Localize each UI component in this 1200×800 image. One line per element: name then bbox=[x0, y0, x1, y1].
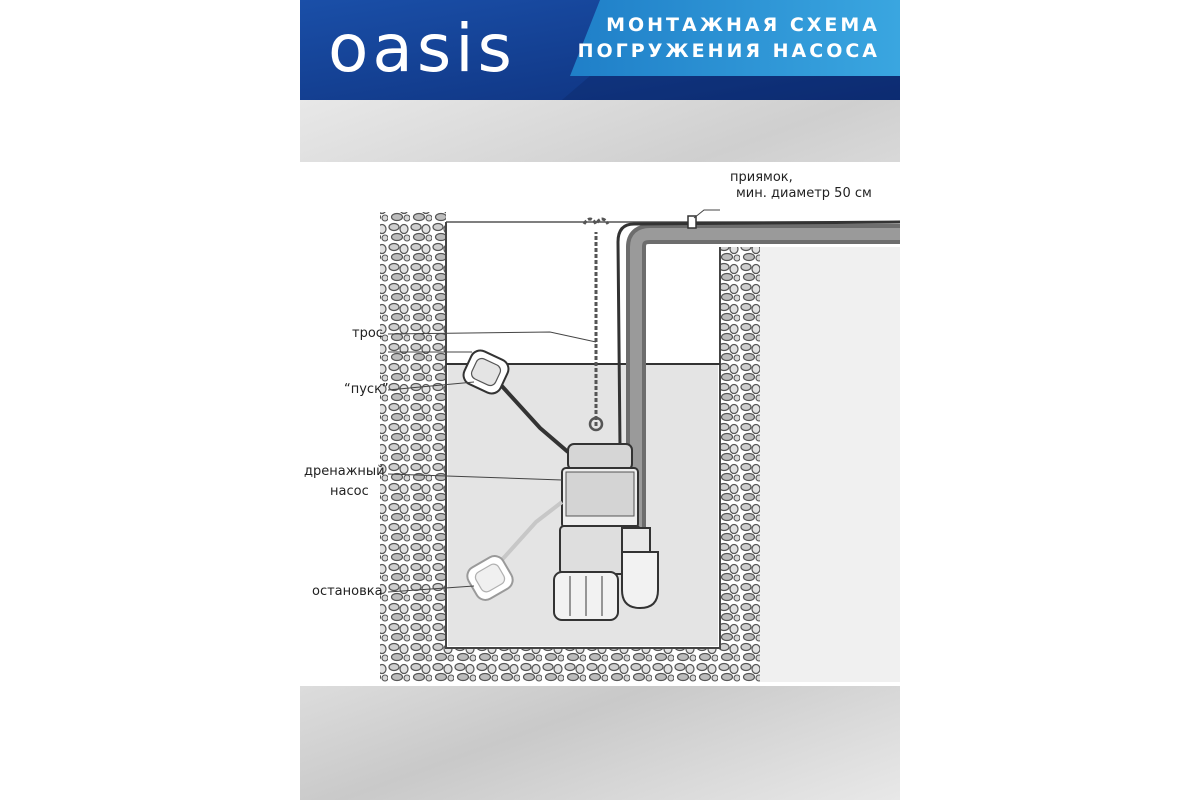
leader-lines bbox=[387, 209, 720, 593]
power-cable bbox=[616, 220, 900, 448]
label-pit-line1: приямок, bbox=[730, 170, 793, 185]
header-title-line2: ПОГРУЖЕНИЯ НАСОСА bbox=[577, 40, 880, 62]
outlet-fitting bbox=[621, 527, 659, 610]
float-stop-cable bbox=[498, 500, 564, 564]
installation-diagram-drawing bbox=[380, 209, 900, 682]
label-start: “пуск” bbox=[344, 382, 389, 397]
float-switch-start bbox=[462, 349, 510, 395]
float-start-cable bbox=[498, 382, 570, 454]
installation-diagram: трос “пуск” дренажный насос остановка пр… bbox=[300, 162, 900, 686]
cable-connector bbox=[687, 215, 697, 229]
drainage-pump bbox=[553, 443, 641, 621]
gravel-left-wall bbox=[380, 212, 446, 682]
label-pit-line2: мин. диаметр 50 см bbox=[736, 186, 872, 201]
header-banner bbox=[300, 0, 900, 100]
float-switch-stop bbox=[466, 555, 514, 601]
brand-logo: oasis bbox=[328, 10, 516, 87]
label-stop: остановка bbox=[312, 584, 383, 599]
rope-hook bbox=[588, 416, 604, 432]
label-cable: трос bbox=[352, 326, 383, 341]
header-title-line1: МОНТАЖНАЯ СХЕМА bbox=[606, 14, 880, 36]
discharge-pipe-inner bbox=[630, 228, 900, 532]
soil-area bbox=[760, 247, 900, 682]
gravel-bottom bbox=[446, 648, 720, 682]
gravel-right-wall bbox=[720, 247, 760, 682]
product-card: oasis МОНТАЖНАЯ СХЕМА ПОГРУЖЕНИЯ НАСОСА bbox=[300, 0, 900, 800]
label-pump-line1: дренажный bbox=[304, 464, 385, 479]
pit-outline bbox=[445, 222, 721, 649]
label-pump-line2: насос bbox=[330, 484, 369, 499]
rope bbox=[582, 217, 610, 426]
